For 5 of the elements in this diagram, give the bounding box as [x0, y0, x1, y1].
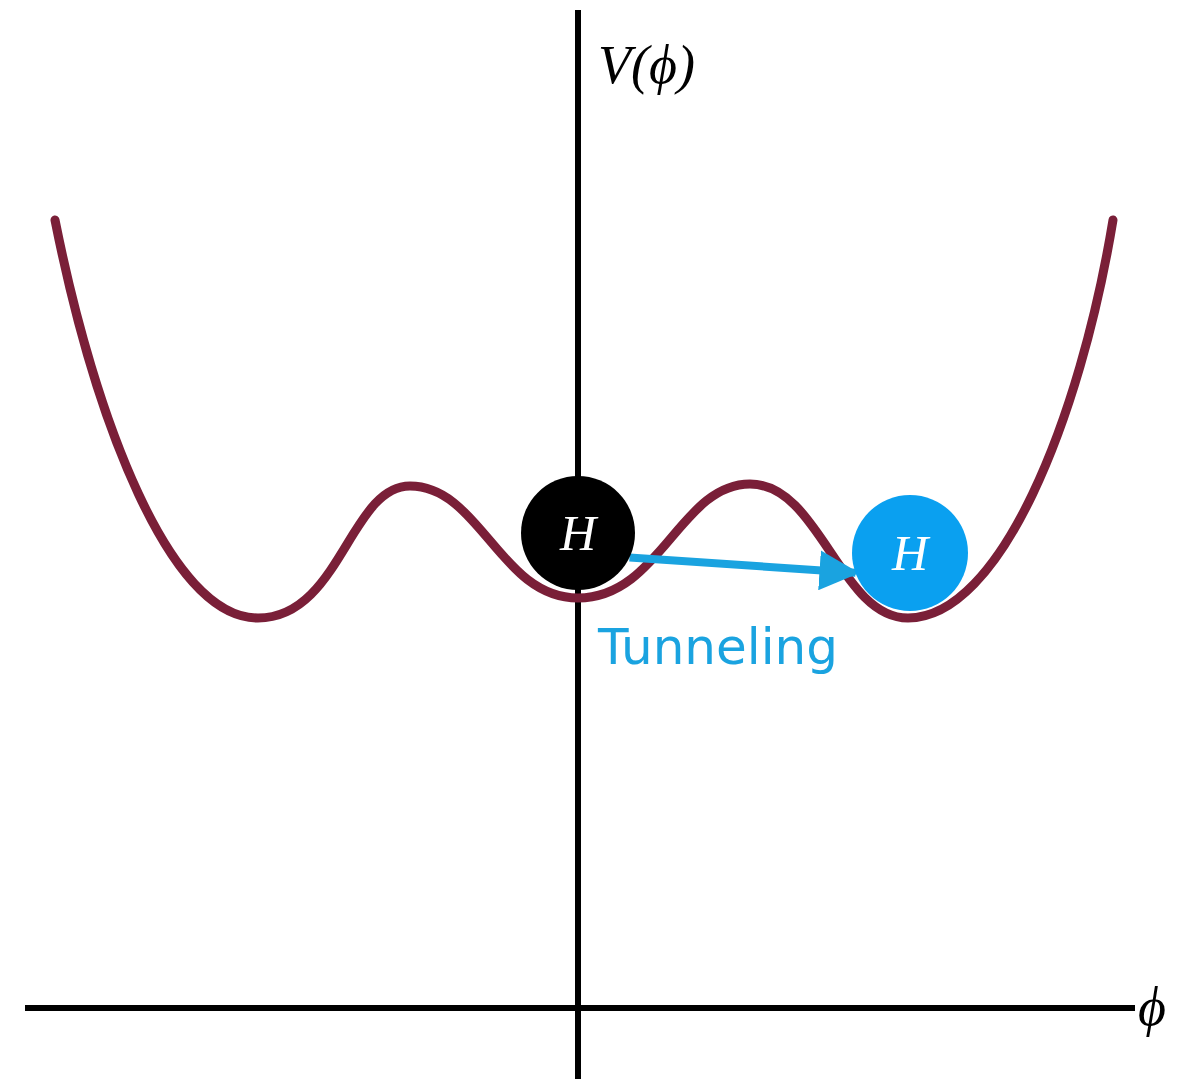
circle-label: H	[891, 528, 929, 578]
circle	[852, 495, 968, 611]
edge-label: Tunneling	[598, 620, 838, 675]
circle-label: H	[559, 508, 597, 558]
circle	[521, 476, 635, 590]
